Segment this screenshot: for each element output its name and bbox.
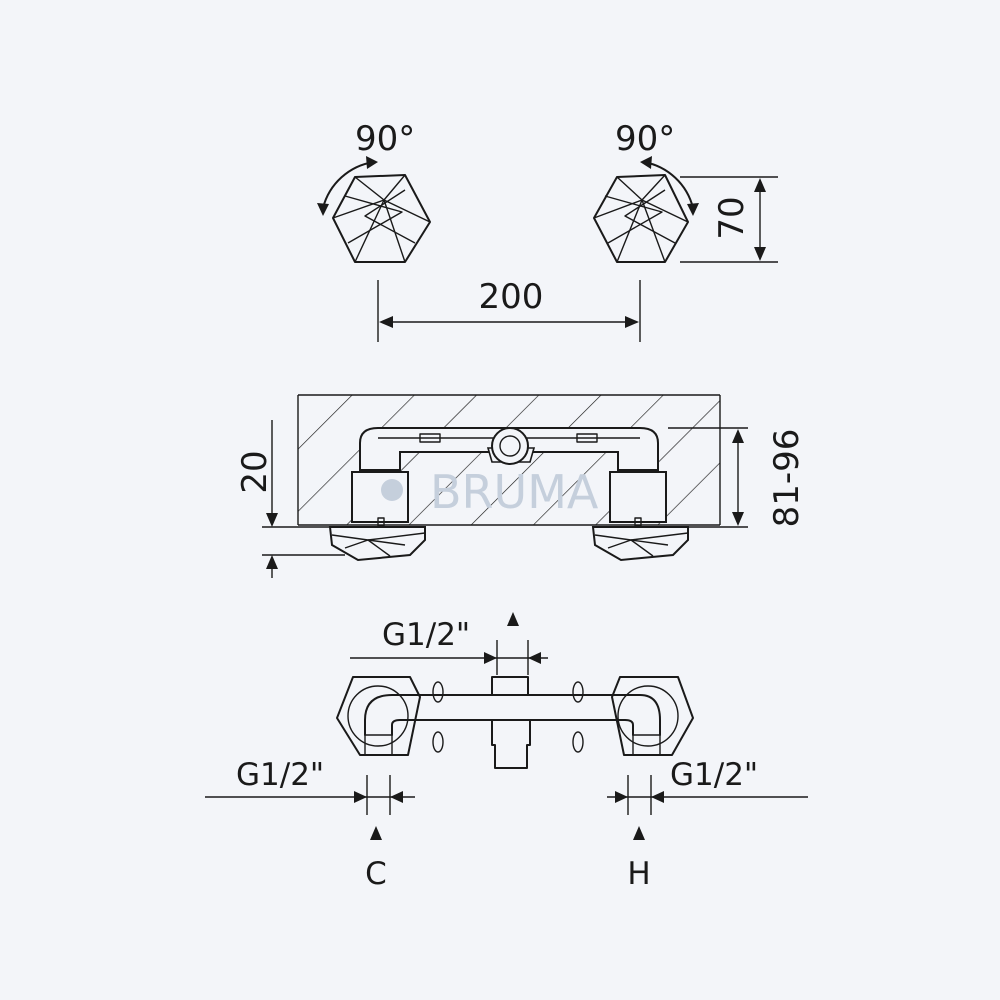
cold-inlet-dimension <box>205 775 415 840</box>
concealed-body <box>351 427 667 527</box>
right-rotation-arrow <box>640 156 699 216</box>
cold-inlet-label: C <box>365 856 387 892</box>
watermark-brand: BRUMA <box>430 465 599 519</box>
handle-height-dimension <box>680 176 778 263</box>
hot-inlet-dimension <box>607 775 808 840</box>
right-handle-top-view <box>593 174 689 263</box>
outlet-thread-label: G1/2" <box>382 617 470 653</box>
rotation-label-right: 90° <box>615 119 675 159</box>
outlet-thread-dimension <box>350 612 548 675</box>
projection-dimension <box>668 427 748 528</box>
left-handle-side-view <box>328 526 426 562</box>
hot-inlet-label: H <box>627 856 650 892</box>
handle-height-label: 70 <box>712 196 752 239</box>
left-handle-top-view <box>332 174 431 263</box>
right-handle-side-view <box>591 526 689 562</box>
left-rotation-arrow <box>317 156 378 216</box>
rotation-label-left: 90° <box>355 119 415 159</box>
projection-range-label: 81-96 <box>767 429 807 528</box>
handle-spacing-dimension <box>377 280 641 342</box>
offset-depth-dimension <box>262 420 345 578</box>
cold-inlet-thread-label: G1/2" <box>236 757 324 793</box>
bottom-view-assembly <box>336 676 694 769</box>
offset-depth-label: 20 <box>235 450 275 493</box>
handle-spacing-label: 200 <box>479 277 544 317</box>
hot-inlet-thread-label: G1/2" <box>670 757 758 793</box>
brand-watermark: BRUMA <box>381 465 599 519</box>
